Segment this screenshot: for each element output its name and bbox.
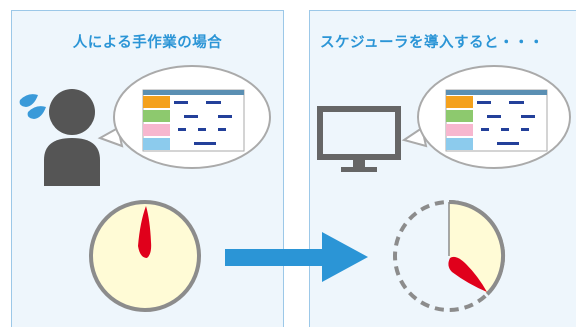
schedule-table-icon xyxy=(142,89,245,152)
monitor-icon xyxy=(317,106,401,172)
clock-icon xyxy=(89,200,201,312)
sweat-drops-icon xyxy=(19,94,46,119)
manual-work-title: 人による手作業の場合 xyxy=(72,35,223,51)
person-icon xyxy=(44,89,100,186)
clock-icon xyxy=(393,200,506,312)
scheduler-title: スケジューラを導入すると・・・ xyxy=(320,35,544,51)
arrow-right-icon xyxy=(225,232,368,282)
schedule-table-icon xyxy=(445,89,548,152)
